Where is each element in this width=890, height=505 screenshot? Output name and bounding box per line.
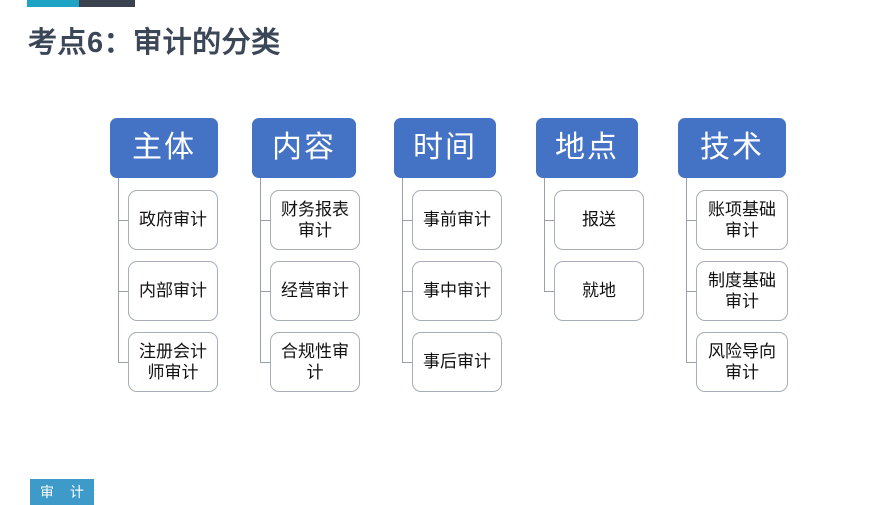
tree-item-3-2[interactable]: 事中审计 [412, 261, 502, 321]
tree-item-3-3[interactable]: 事后审计 [412, 332, 502, 392]
tree-item-label: 注册会计 师审计 [139, 341, 207, 382]
tree-item-label: 风险导向 审计 [708, 341, 776, 382]
connector-stub-3-1 [402, 220, 412, 221]
tree-item-label: 事后审计 [423, 352, 491, 372]
connector-stub-4-2 [544, 291, 554, 292]
tree-item-1-2[interactable]: 内部审计 [128, 261, 218, 321]
tree-item-label: 内部审计 [139, 281, 207, 301]
tree-item-label: 财务报表 审计 [281, 199, 349, 240]
connector-stub-5-1 [686, 220, 696, 221]
tree-item-2-2[interactable]: 经营审计 [270, 261, 360, 321]
column-header-1[interactable]: 主体 [110, 118, 218, 178]
connector-stub-5-3 [686, 362, 696, 363]
connector-vertical-4 [544, 178, 545, 291]
tree-item-4-1[interactable]: 报送 [554, 190, 644, 250]
tree-item-label: 制度基础 审计 [708, 270, 776, 311]
connector-stub-1-2 [118, 291, 128, 292]
page-title: 考点6：审计的分类 [28, 27, 281, 59]
tree-item-5-3[interactable]: 风险导向 审计 [696, 332, 788, 392]
connector-stub-5-2 [686, 291, 696, 292]
tree-item-2-3[interactable]: 合规性审 计 [270, 332, 360, 392]
connector-stub-1-3 [118, 362, 128, 363]
tree-item-label: 账项基础 审计 [708, 199, 776, 240]
connector-stub-4-1 [544, 220, 554, 221]
column-header-3[interactable]: 时间 [394, 118, 496, 178]
tree-item-3-1[interactable]: 事前审计 [412, 190, 502, 250]
connector-vertical-3 [402, 178, 403, 362]
tree-item-1-3[interactable]: 注册会计 师审计 [128, 332, 218, 392]
tree-item-label: 报送 [582, 210, 616, 230]
connector-vertical-1 [118, 178, 119, 362]
tree-item-label: 政府审计 [139, 210, 207, 230]
accent-segment-teal [27, 0, 79, 7]
tree-item-5-1[interactable]: 账项基础 审计 [696, 190, 788, 250]
tree-item-label: 事前审计 [423, 210, 491, 230]
tree-item-label: 就地 [582, 281, 616, 301]
accent-segment-dark [78, 0, 135, 7]
column-header-2[interactable]: 内容 [252, 118, 356, 178]
connector-stub-2-3 [260, 362, 270, 363]
connector-vertical-2 [260, 178, 261, 362]
connector-stub-3-2 [402, 291, 412, 292]
connector-stub-3-3 [402, 362, 412, 363]
tree-item-label: 合规性审 计 [281, 341, 349, 382]
connector-stub-2-1 [260, 220, 270, 221]
connector-stub-2-2 [260, 291, 270, 292]
connector-stub-1-1 [118, 220, 128, 221]
tree-item-5-2[interactable]: 制度基础 审计 [696, 261, 788, 321]
tree-item-4-2[interactable]: 就地 [554, 261, 644, 321]
tree-item-label: 事中审计 [423, 281, 491, 301]
column-header-4[interactable]: 地点 [536, 118, 638, 178]
bottom-badge: 审 计 [30, 479, 94, 505]
column-header-5[interactable]: 技术 [678, 118, 786, 178]
tree-item-2-1[interactable]: 财务报表 审计 [270, 190, 360, 250]
tree-item-1-1[interactable]: 政府审计 [128, 190, 218, 250]
top-accent-bar [27, 0, 135, 7]
tree-item-label: 经营审计 [281, 281, 349, 301]
connector-vertical-5 [686, 178, 687, 362]
